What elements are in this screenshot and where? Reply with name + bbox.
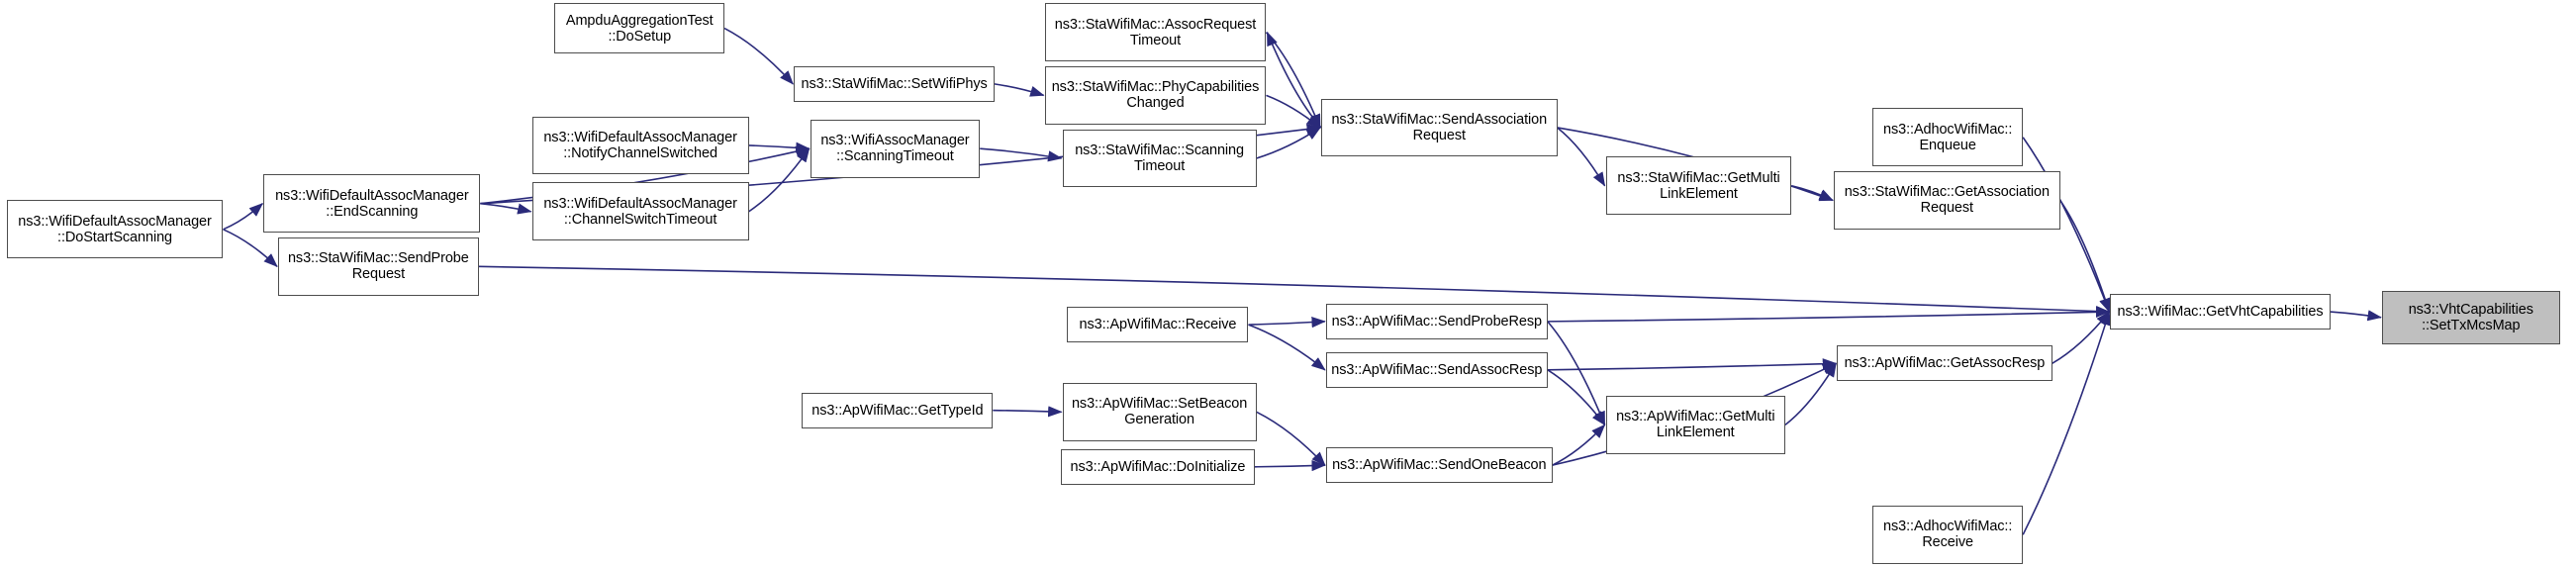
graph-edge (223, 203, 264, 231)
graph-node[interactable]: ns3::ApWifiMac::SetBeacon Generation (1062, 382, 1257, 441)
graph-edge (1552, 424, 1606, 466)
graph-node[interactable]: ns3::ApWifiMac::GetTypeId (802, 392, 994, 428)
graph-node[interactable]: ns3::AdhocWifiMac:: Receive (1872, 505, 2024, 564)
graph-edge (2059, 199, 2111, 313)
graph-edge (2330, 310, 2382, 322)
graph-node[interactable]: ns3::ApWifiMac::DoInitialize (1060, 448, 1255, 485)
graph-node[interactable]: ns3::StaWifiMac::PhyCapabilities Changed (1044, 65, 1267, 125)
graph-node[interactable]: ns3::WifiDefaultAssocManager ::DoStartSc… (6, 200, 224, 259)
graph-edge (1547, 321, 1606, 426)
graph-node[interactable]: ns3::ApWifiMac::SendProbeResp (1325, 303, 1548, 339)
graph-edge (980, 147, 1063, 162)
graph-node[interactable]: ns3::ApWifiMac::SendOneBeacon (1325, 447, 1553, 484)
graph-node[interactable]: ns3::StaWifiMac::GetAssociation Request (1833, 171, 2060, 230)
graph-edge (1248, 317, 1326, 329)
graph-edge (1547, 358, 1838, 371)
graph-edge (478, 265, 2111, 318)
graph-node[interactable]: ns3::ApWifiMac::SendAssocResp (1325, 351, 1548, 388)
graph-edge (1265, 32, 1321, 129)
graph-node[interactable]: ns3::ApWifiMac::Receive (1067, 307, 1249, 343)
graph-edge (723, 27, 794, 85)
graph-node[interactable]: ns3::StaWifiMac::GetMulti LinkElement (1605, 156, 1792, 216)
graph-edge (994, 83, 1045, 97)
graph-edge (2051, 311, 2111, 365)
graph-edge (1557, 127, 1606, 187)
graph-node[interactable]: ns3::WifiAssocManager ::ScanningTimeout (810, 119, 981, 178)
graph-node[interactable]: ns3::ApWifiMac::GetMulti LinkElement (1605, 395, 1785, 454)
graph-node[interactable]: ns3::WifiMac::GetVhtCapabilities (2110, 294, 2331, 331)
graph-node[interactable]: ns3::StaWifiMac::SetWifiPhys (794, 65, 995, 102)
graph-node[interactable]: ns3::WifiDefaultAssocManager ::NotifyCha… (531, 116, 749, 175)
graph-node[interactable]: ns3::StaWifiMac::Scanning Timeout (1062, 129, 1257, 188)
graph-edge (748, 142, 811, 153)
graph-node[interactable]: ns3::WifiDefaultAssocManager ::ChannelSw… (531, 182, 749, 241)
graph-edge (480, 202, 532, 215)
graph-edge (748, 147, 811, 213)
graph-node[interactable]: ns3::StaWifiMac::AssocRequest Timeout (1044, 3, 1267, 62)
graph-edge (1266, 94, 1321, 129)
graph-edge (1791, 184, 1834, 202)
graph-node[interactable]: ns3::AdhocWifiMac:: Enqueue (1872, 108, 2024, 167)
graph-edge (993, 406, 1063, 418)
graph-edge (1256, 127, 1321, 159)
graph-node[interactable]: AmpduAggregationTest ::DoSetup (554, 3, 725, 53)
graph-node[interactable]: ns3::WifiDefaultAssocManager ::EndScanni… (263, 174, 481, 234)
graph-edge (223, 229, 278, 268)
graph-node[interactable]: ns3::StaWifiMac::SendAssociation Request (1320, 98, 1558, 157)
graph-edge (1784, 362, 1837, 425)
graph-edge (1266, 31, 1322, 129)
graph-edge (1547, 306, 2111, 323)
graph-edge (1547, 369, 1606, 426)
graph-edge (1254, 459, 1326, 472)
graph-node[interactable]: ns3::ApWifiMac::GetAssocResp (1837, 345, 2052, 382)
graph-edge (1248, 324, 1326, 371)
graph-edge (1256, 411, 1326, 466)
graph-node[interactable]: ns3::StaWifiMac::SendProbe Request (278, 236, 479, 296)
graph-node[interactable]: ns3::VhtCapabilities ::SetTxMcsMap (2381, 290, 2560, 344)
